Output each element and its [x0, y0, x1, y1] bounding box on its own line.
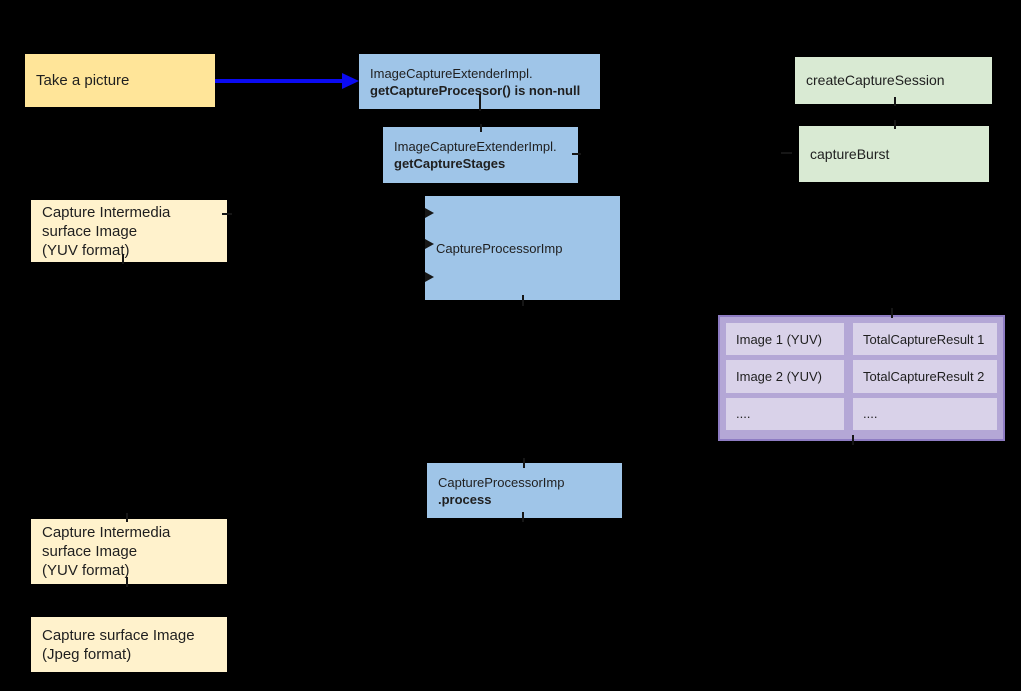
node-take-a-picture: Take a picture: [25, 54, 215, 107]
arrow-remnant-head-icon: [425, 272, 434, 282]
node-capture-processor-process-line2: .process: [438, 491, 492, 507]
node-capture-intermedia-top-line2: surface Image: [42, 222, 138, 240]
arrow-remnant: [852, 435, 854, 445]
flow-arrow-line: [215, 79, 343, 83]
arrow-remnant: [480, 124, 482, 132]
node-create-capture-session-label: createCaptureSession: [806, 72, 945, 88]
arrow-remnant-head-icon: [425, 239, 434, 249]
node-capture-intermedia-bottom-line3: (YUV format): [42, 562, 130, 579]
arrow-remnant: [126, 513, 128, 522]
table-cell-result-more: ....: [853, 397, 997, 430]
node-capture-surface-jpeg-line1: Capture surface Image: [42, 626, 195, 644]
node-get-capture-processor-line2: getCaptureProcessor() is non-null: [370, 82, 581, 98]
node-capture-surface-jpeg: Capture surface Image (Jpeg format): [31, 617, 227, 672]
arrow-remnant-head-icon: [425, 208, 434, 218]
arrow-remnant: [572, 153, 581, 155]
node-capture-intermedia-bottom-line2: surface Image: [42, 543, 138, 560]
node-get-capture-stages-line1: ImageCaptureExtenderImpl.: [394, 139, 557, 154]
flow-arrow-head-icon: [342, 73, 359, 89]
arrow-remnant: [781, 152, 792, 154]
node-capture-intermedia-surface-bottom: Capture Intermedia surface Image (YUV fo…: [31, 519, 227, 584]
node-create-capture-session: createCaptureSession: [795, 57, 992, 104]
arrow-remnant: [126, 577, 128, 587]
arrow-remnant: [222, 213, 232, 215]
node-capture-processor-process-line1: CaptureProcessorImp: [438, 474, 565, 490]
node-capture-processor-process: CaptureProcessorImp .process: [427, 463, 622, 518]
arrow-remnant: [522, 295, 524, 306]
node-capture-processor-imp-label: CaptureProcessorImp: [436, 240, 563, 256]
node-take-a-picture-label: Take a picture: [36, 72, 130, 89]
table-cell-result-2: TotalCaptureResult 2: [853, 360, 997, 393]
node-get-capture-stages: ImageCaptureExtenderImpl. getCaptureStag…: [383, 127, 578, 183]
arrow-remnant: [894, 97, 896, 106]
node-get-capture-stages-line2: getCaptureStages: [394, 156, 506, 171]
node-capture-surface-jpeg-line2: (Jpeg format): [42, 645, 132, 663]
arrow-remnant: [522, 512, 524, 522]
node-capture-intermedia-bottom-line1: Capture Intermedia: [42, 524, 171, 541]
arrow-remnant: [894, 120, 896, 129]
capture-results-table: Image 1 (YUV) Image 2 (YUV) .... TotalCa…: [718, 315, 1005, 441]
node-capture-burst-label: captureBurst: [810, 145, 890, 162]
arrow-remnant: [891, 308, 893, 318]
table-cell-image-more: ....: [726, 397, 844, 430]
node-capture-intermedia-top-line1: Capture Intermedia: [42, 203, 171, 221]
node-capture-processor-imp: CaptureProcessorImp: [425, 196, 620, 300]
arrow-remnant: [523, 458, 525, 468]
arrow-remnant: [479, 94, 481, 111]
arrow-remnant: [122, 254, 124, 264]
node-capture-intermedia-surface-top: Capture Intermedia surface Image (YUV fo…: [31, 200, 227, 262]
table-cell-image-2: Image 2 (YUV): [726, 360, 844, 393]
node-get-capture-processor-line1: ImageCaptureExtenderImpl.: [370, 65, 533, 81]
table-cell-image-1: Image 1 (YUV): [726, 323, 844, 356]
node-capture-burst: captureBurst: [799, 126, 989, 182]
node-capture-intermedia-top-line3: (YUV format): [42, 241, 130, 259]
table-cell-result-1: TotalCaptureResult 1: [853, 323, 997, 356]
